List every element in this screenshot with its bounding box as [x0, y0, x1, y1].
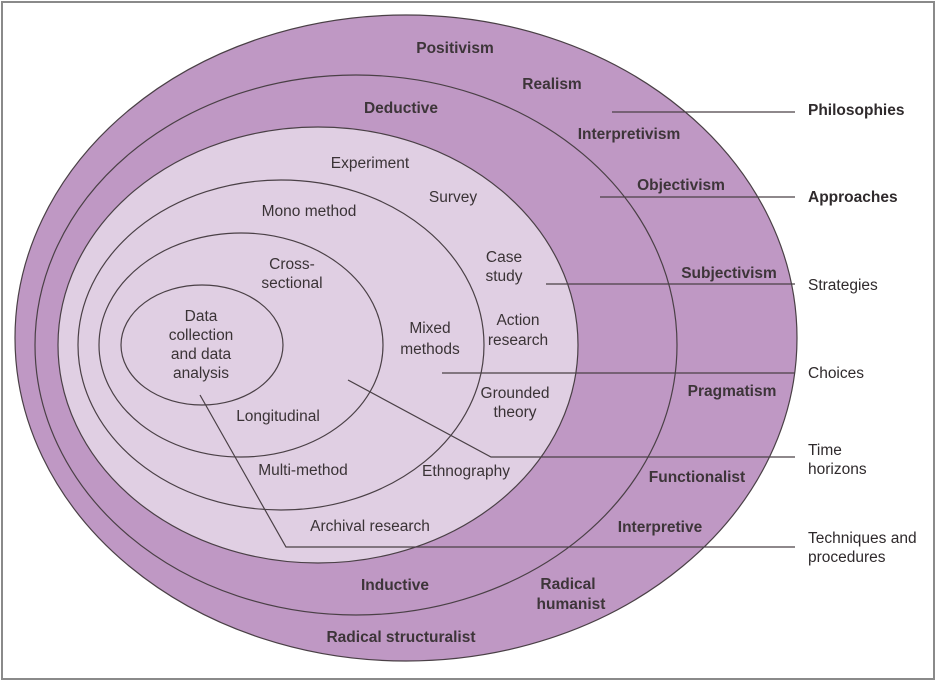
- legend-time-horizons-2: horizons: [808, 461, 867, 478]
- layer-techniques: [120, 284, 284, 406]
- label-objectivism: Objectivism: [637, 177, 725, 194]
- label-mixed-methods-2: methods: [400, 341, 460, 358]
- leader-techniques: [199, 394, 795, 548]
- label-data-collection-3: and data: [171, 346, 232, 363]
- label-radical-humanist-1: Radical: [540, 576, 595, 593]
- label-cross-sectional-2: sectional: [261, 275, 322, 292]
- leader-time-horizons: [347, 379, 795, 458]
- legend-approaches: Approaches: [808, 189, 898, 206]
- label-deductive: Deductive: [364, 100, 438, 117]
- label-longitudinal: Longitudinal: [236, 408, 320, 425]
- legend-choices: Choices: [808, 365, 864, 382]
- legend-strategies: Strategies: [808, 277, 878, 294]
- label-data-collection-2: collection: [169, 327, 234, 344]
- label-mono-method: Mono method: [262, 203, 357, 220]
- label-interpretivism: Interpretivism: [578, 126, 681, 143]
- legend-techniques-2: procedures: [808, 549, 886, 566]
- label-radical-humanist-2: humanist: [537, 596, 606, 613]
- label-survey: Survey: [429, 189, 477, 206]
- label-case-study-2: study: [485, 268, 522, 285]
- label-data-collection-1: Data: [185, 308, 218, 325]
- label-subjectivism: Subjectivism: [681, 265, 777, 282]
- label-positivism: Positivism: [416, 40, 494, 57]
- label-action-research-2: research: [488, 332, 548, 349]
- label-multi-method: Multi-method: [258, 462, 348, 479]
- label-radical-structuralist: Radical structuralist: [326, 629, 475, 646]
- label-pragmatism: Pragmatism: [688, 383, 777, 400]
- label-functionalist: Functionalist: [649, 469, 745, 486]
- label-data-collection-4: analysis: [173, 365, 229, 382]
- label-case-study-1: Case: [486, 249, 522, 266]
- label-ethnography: Ethnography: [422, 463, 510, 480]
- label-experiment: Experiment: [331, 155, 410, 172]
- label-realism: Realism: [522, 76, 581, 93]
- label-mixed-methods-1: Mixed: [409, 320, 450, 337]
- label-interpretive: Interpretive: [618, 519, 703, 536]
- label-cross-sectional-1: Cross-: [269, 256, 315, 273]
- label-grounded-theory-2: theory: [493, 404, 536, 421]
- label-archival-research: Archival research: [310, 518, 430, 535]
- legend-philosophies: Philosophies: [808, 102, 904, 119]
- legend-time-horizons-1: Time: [808, 442, 842, 459]
- label-inductive: Inductive: [361, 577, 429, 594]
- legend-techniques-1: Techniques and: [808, 530, 917, 547]
- label-grounded-theory-1: Grounded: [481, 385, 550, 402]
- label-action-research-1: Action: [496, 312, 539, 329]
